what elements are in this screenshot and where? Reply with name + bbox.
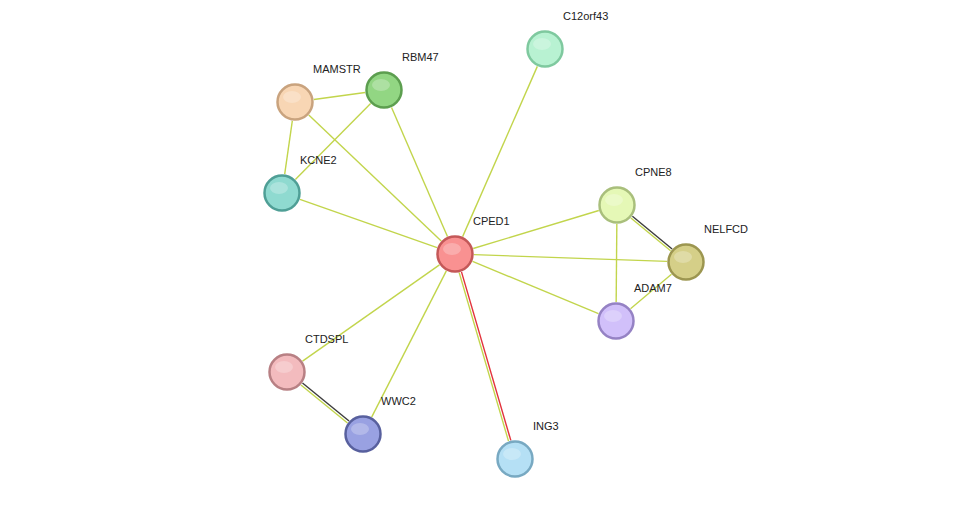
node-disc <box>278 85 313 120</box>
node-circle <box>496 440 534 478</box>
node-circle <box>365 71 403 109</box>
protein-node: ADAM7 <box>597 302 635 340</box>
node-disc <box>270 355 305 390</box>
node-highlight <box>533 38 551 50</box>
protein-name: KCNE2 <box>300 154 337 167</box>
node-circle <box>598 186 636 224</box>
edge-line <box>459 273 508 442</box>
node-highlight <box>443 243 461 255</box>
protein-name: RBM47 <box>402 51 439 64</box>
interaction-edge <box>459 272 511 441</box>
edge-line <box>474 255 667 262</box>
node-circle <box>526 30 564 68</box>
interaction-edge <box>303 265 440 361</box>
node-highlight <box>674 251 692 263</box>
edge-line <box>372 271 447 417</box>
protein-node: MAMSTR <box>276 83 314 121</box>
protein-node: NELFCD <box>667 243 705 281</box>
node-circle <box>263 174 301 212</box>
node-highlight <box>270 182 288 194</box>
node-highlight <box>604 310 622 322</box>
interaction-edge <box>631 216 672 251</box>
protein-node: CPNE8 <box>598 186 636 224</box>
edge-line <box>303 265 440 361</box>
node-disc <box>367 73 402 108</box>
edge-line <box>461 272 510 441</box>
protein-node: RBM47 <box>365 71 403 109</box>
node-disc <box>599 304 634 339</box>
edge-line <box>631 274 672 309</box>
edge-line <box>615 224 617 302</box>
interaction-edge <box>474 255 667 262</box>
protein-node: C12orf43 <box>526 30 564 68</box>
node-highlight <box>372 79 390 91</box>
interaction-edge <box>372 271 447 417</box>
node-circle <box>436 235 474 273</box>
edge-line <box>632 216 672 249</box>
interaction-edge <box>392 107 448 236</box>
node-circle <box>344 415 382 453</box>
interaction-edge <box>301 383 349 423</box>
edge-line <box>301 385 348 423</box>
protein-node: WWC2 <box>344 415 382 453</box>
node-disc <box>265 176 300 211</box>
protein-node: CPED1 <box>436 235 474 273</box>
node-disc <box>600 188 635 223</box>
interaction-edge <box>616 224 618 302</box>
edge-line <box>314 93 365 100</box>
protein-name: CTDSPL <box>305 333 348 346</box>
node-highlight <box>283 91 301 103</box>
edge-line <box>631 218 671 251</box>
interaction-edge <box>473 211 599 249</box>
protein-name: ADAM7 <box>634 282 672 295</box>
node-circle <box>268 353 306 391</box>
node-circle <box>276 83 314 121</box>
node-disc <box>528 32 563 67</box>
interaction-edge <box>631 274 672 309</box>
node-highlight <box>275 361 293 373</box>
interaction-edge <box>285 121 293 174</box>
interaction-edge <box>463 66 538 236</box>
protein-node: ING3 <box>496 440 534 478</box>
edge-line <box>463 66 538 236</box>
node-disc <box>498 442 533 477</box>
node-disc <box>669 245 704 280</box>
interaction-edge <box>473 261 599 313</box>
protein-name: CPED1 <box>473 215 510 228</box>
protein-name: C12orf43 <box>563 10 608 23</box>
interaction-edge <box>309 115 441 241</box>
interaction-edge <box>300 199 437 247</box>
edge-line <box>473 211 599 249</box>
node-circle <box>667 243 705 281</box>
interaction-edge <box>314 93 365 100</box>
protein-name: ING3 <box>533 420 559 433</box>
node-highlight <box>351 423 369 435</box>
edge-line <box>473 261 599 313</box>
node-disc <box>438 237 473 272</box>
edge-line <box>302 383 349 421</box>
protein-node: CTDSPL <box>268 353 306 391</box>
protein-name: MAMSTR <box>313 63 361 76</box>
node-disc <box>346 417 381 452</box>
edge-line <box>285 121 293 174</box>
protein-node: KCNE2 <box>263 174 301 212</box>
protein-name: NELFCD <box>704 223 748 236</box>
node-highlight <box>503 448 521 460</box>
protein-name: WWC2 <box>381 395 416 408</box>
edge-line <box>300 199 437 247</box>
node-circle <box>597 302 635 340</box>
protein-name: CPNE8 <box>635 166 672 179</box>
node-highlight <box>605 194 623 206</box>
edge-line <box>392 107 448 236</box>
edge-line <box>309 115 441 241</box>
